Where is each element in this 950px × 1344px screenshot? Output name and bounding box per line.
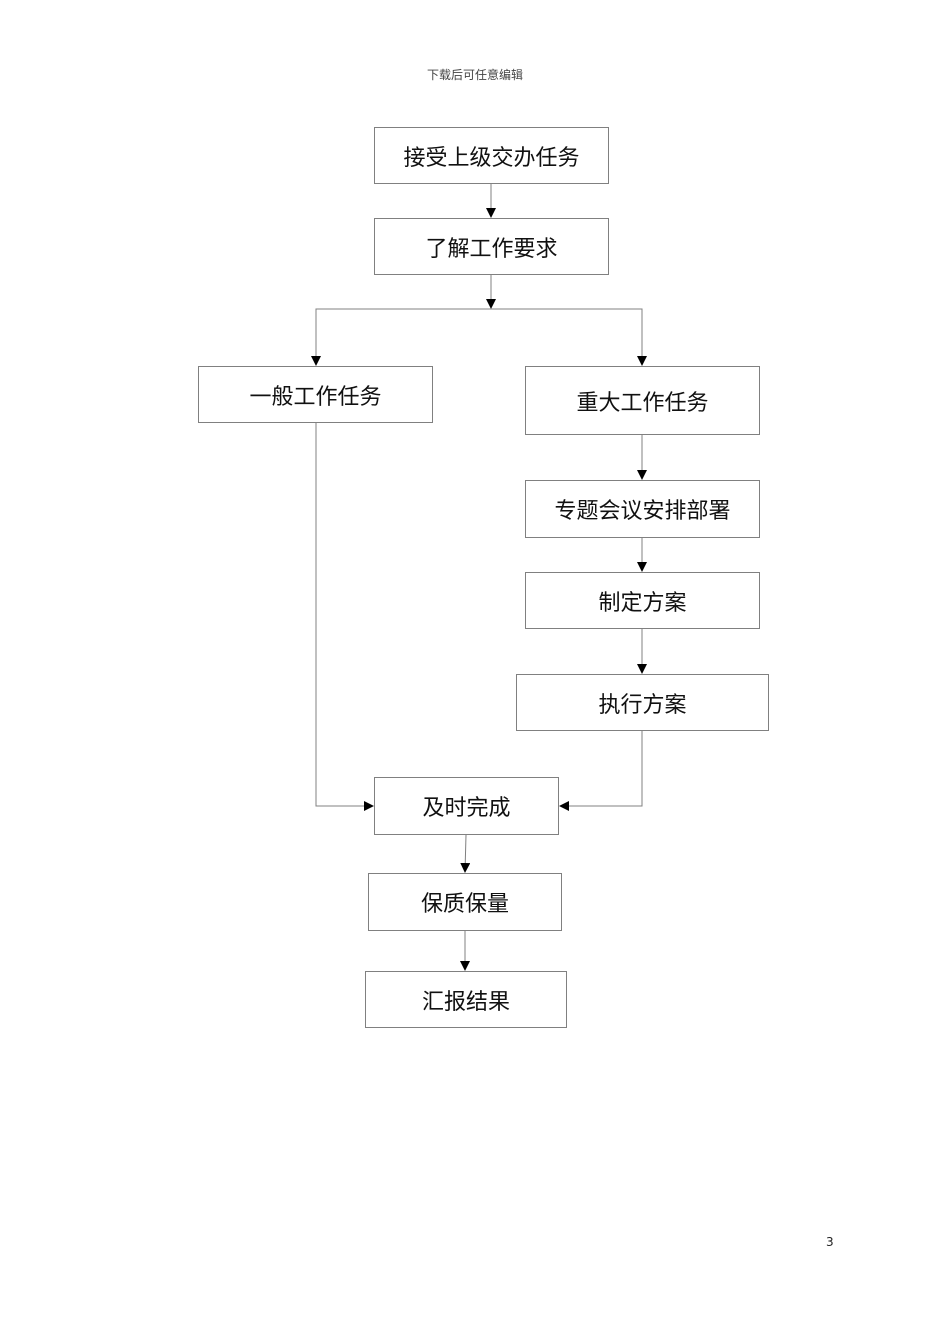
node-report-results: 汇报结果 [365, 971, 567, 1028]
connector-split-branches [315, 308, 643, 310]
node-receive-task: 接受上级交办任务 [374, 127, 609, 184]
node-major-task: 重大工作任务 [525, 366, 760, 435]
node-complete-on-time: 及时完成 [374, 777, 559, 835]
node-make-plan: 制定方案 [525, 572, 760, 629]
page-number: 3 [826, 1235, 834, 1249]
node-quality-assurance: 保质保量 [368, 873, 562, 931]
node-understand-requirements: 了解工作要求 [374, 218, 609, 275]
node-general-task: 一般工作任务 [198, 366, 433, 423]
arrow-general-to-complete [315, 423, 374, 811]
page-header: 下载后可任意编辑 [426, 68, 523, 82]
arrow-execute-to-complete [559, 731, 643, 811]
node-execute-plan: 执行方案 [516, 674, 769, 731]
arrow-complete-to-quality [460, 834, 471, 873]
node-special-meeting: 专题会议安排部署 [525, 480, 760, 538]
